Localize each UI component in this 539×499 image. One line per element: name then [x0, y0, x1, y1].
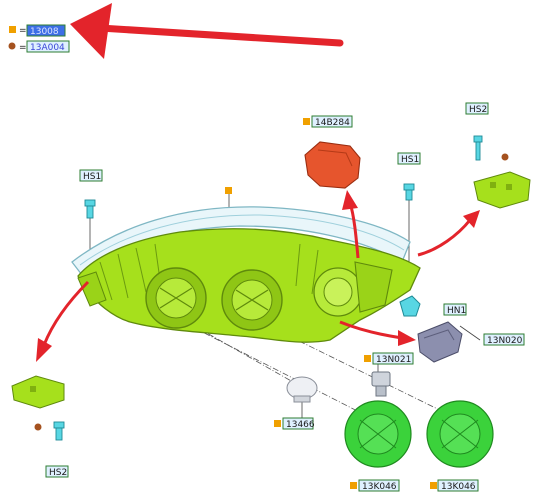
marker-13k046-right — [430, 482, 437, 489]
callout-13n021[interactable]: 13N021 — [372, 352, 414, 365]
callout-13n020[interactable]: 13N020 — [483, 333, 525, 346]
screws — [53, 135, 483, 441]
callout-13k046-right[interactable]: 13K046 — [437, 479, 479, 492]
callout-13k046-left[interactable]: 13K046 — [358, 479, 400, 492]
bracket-left — [11, 375, 65, 409]
callout-hn1[interactable]: HN1 — [443, 303, 467, 316]
screw-hs2-bottom — [53, 421, 65, 429]
callout-hs1-right[interactable]: HS1 — [397, 152, 421, 165]
marker-13k046-left — [350, 482, 357, 489]
marker-13a004-top — [501, 153, 509, 161]
legend-label-box[interactable] — [26, 40, 70, 53]
marker-14b284 — [303, 118, 310, 125]
bracket-right — [473, 171, 531, 209]
bulb — [286, 376, 318, 403]
svg-text:HS1: HS1 — [83, 172, 101, 182]
svg-text:HN1: HN1 — [447, 306, 466, 316]
direction-arrowheads — [36, 190, 480, 362]
svg-text:13466: 13466 — [286, 420, 315, 430]
pointer-arrow — [70, 3, 344, 59]
svg-text:HS2: HS2 — [49, 468, 67, 478]
leveling-motor — [304, 141, 361, 189]
marker-13466 — [274, 420, 281, 427]
legend-eq-2: = — [19, 43, 27, 53]
cover-cap-right — [426, 400, 494, 468]
legend-square-marker — [9, 26, 16, 33]
svg-text:13N020: 13N020 — [487, 336, 523, 346]
svg-text:13N021: 13N021 — [376, 355, 411, 365]
legend-label-13a004[interactable]: 13A004 — [30, 43, 65, 53]
legend-eq-1: = — [19, 26, 27, 36]
marker-13n021 — [364, 355, 371, 362]
screw-hs1-right — [403, 183, 415, 191]
marker-13a004-bottom — [34, 423, 42, 431]
bulb-socket — [371, 371, 391, 397]
callout-hs2-bottom[interactable]: HS2 — [45, 465, 69, 478]
screw-hs2-top — [473, 135, 483, 143]
nut-hn1 — [399, 295, 421, 317]
callout-hs2-top[interactable]: HS2 — [465, 102, 489, 115]
svg-text:13K046: 13K046 — [362, 482, 397, 492]
legend-label-13008[interactable]: 13008 — [30, 27, 59, 37]
cover-cap-left — [344, 400, 412, 468]
headlamp-housing — [71, 206, 421, 343]
svg-text:14B284: 14B284 — [315, 118, 350, 128]
callout-labels: HS1 HS1 HS2 HS2 14B284 HN1 13N020 13N02 — [45, 102, 525, 492]
svg-text:HS1: HS1 — [401, 155, 419, 165]
legend-label-box-selected[interactable] — [26, 24, 66, 37]
callout-13466[interactable]: 13466 — [282, 417, 315, 430]
screw-hs1-left — [84, 199, 96, 207]
cover-cap-small — [417, 321, 463, 363]
callout-hs1-left[interactable]: HS1 — [79, 169, 103, 182]
svg-text:HS2: HS2 — [469, 105, 487, 115]
svg-text:13K046: 13K046 — [441, 482, 476, 492]
callout-14b284[interactable]: 14B284 — [311, 115, 353, 128]
marker-13008 — [225, 187, 232, 194]
legend: = 13008 = 13A004 — [8, 24, 70, 53]
legend-circle-marker — [8, 42, 16, 50]
